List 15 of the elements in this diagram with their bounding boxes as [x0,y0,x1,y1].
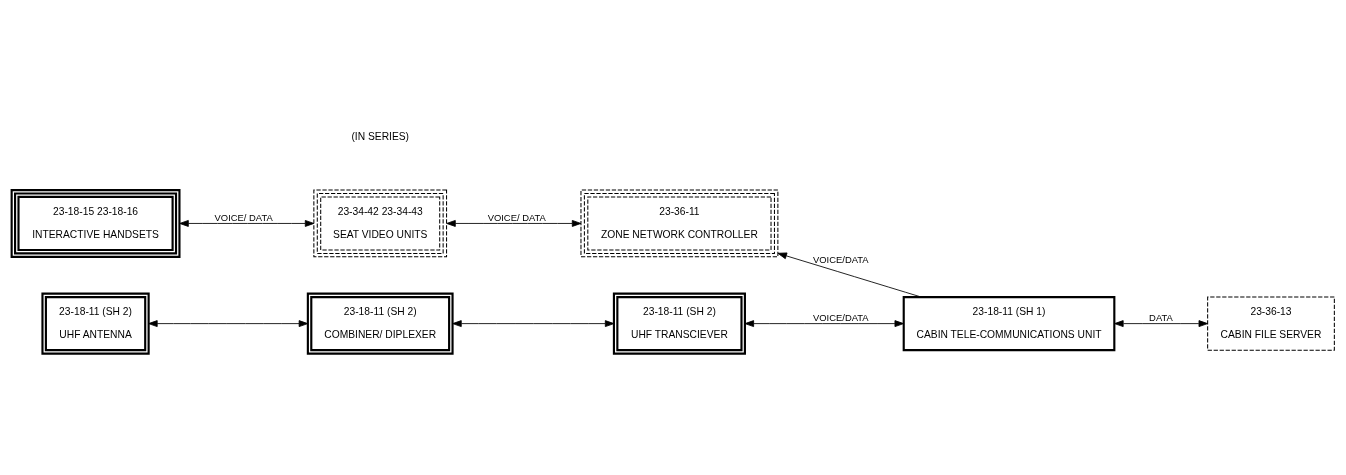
arrow [446,219,582,227]
arrow [179,219,315,227]
edge-label: VOICE/DATA [813,311,869,323]
arrow [452,319,615,327]
arrow [1114,319,1208,327]
edge-label: VOICE/ DATA [487,211,546,223]
arrow [148,319,309,327]
arrow [777,252,922,297]
edge-label: VOICE/DATA [813,253,869,265]
node-box: 23-36-13 CABIN FILE SERVER [1207,296,1335,351]
edge-label: DATA [1149,311,1173,323]
arrow [744,319,904,327]
edge-label: VOICE/ DATA [214,211,273,223]
label: (IN SERIES) [351,130,410,142]
node-box: 23-18-11 (SH 1) CABIN TELE-COMMUNICATIONS UNIT [902,295,1116,351]
